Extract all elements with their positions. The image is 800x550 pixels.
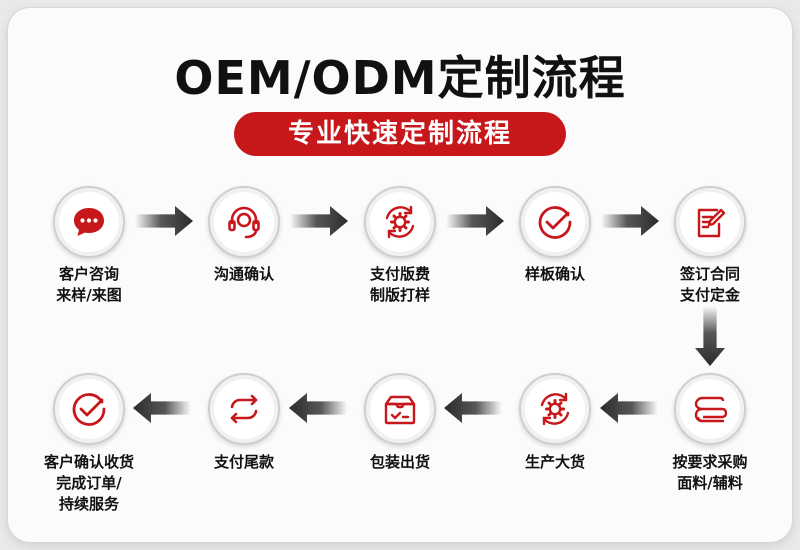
- step-label-line: 按要求采购: [672, 453, 748, 471]
- check-circle-step-circle: [53, 373, 125, 445]
- flow-arrow-right: [446, 206, 504, 236]
- subtitle-badge: 专业快速定制流程: [234, 112, 566, 156]
- step-label-line: 签订合同: [679, 265, 740, 283]
- package-step-circle: [364, 373, 436, 445]
- step-label: 客户咨询来样/来图: [19, 264, 159, 306]
- step-label-line: 制版打样: [369, 286, 430, 304]
- step-label-line: 样板确认: [524, 265, 585, 283]
- step-label: 按要求采购面料/辅料: [640, 452, 780, 494]
- step-label-line: 完成订单/: [56, 474, 122, 492]
- step-label-line: 支付尾款: [213, 453, 274, 471]
- gear-cycle-step-circle: [519, 373, 591, 445]
- flow-arrow-right: [135, 206, 193, 236]
- step-label-line: 支付版费: [369, 265, 430, 283]
- refresh-step-circle: [208, 373, 280, 445]
- contract-step-circle: [674, 186, 746, 258]
- chat-bubble-step-circle: [53, 186, 125, 258]
- step-label-line: 生产大货: [524, 453, 585, 471]
- headset-step-circle: [208, 186, 280, 258]
- step-label: 生产大货: [485, 452, 625, 473]
- flow-arrow-left: [600, 393, 658, 423]
- step-label-line: 支付定金: [679, 286, 740, 304]
- step-label: 支付尾款: [174, 452, 314, 473]
- step-label: 样板确认: [485, 264, 625, 285]
- step-label-line: 来样/来图: [56, 286, 122, 304]
- flow-arrow-left: [289, 393, 347, 423]
- check-circle-step-circle: [519, 186, 591, 258]
- step-label-line: 包装出货: [369, 453, 430, 471]
- step-label-line: 客户确认收货: [43, 453, 134, 471]
- step-label-line: 持续服务: [58, 495, 119, 513]
- content-card: [8, 8, 792, 542]
- step-label: 包装出货: [330, 452, 470, 473]
- step-label: 签订合同支付定金: [640, 264, 780, 306]
- flow-arrow-down: [695, 306, 725, 366]
- step-label: 沟通确认: [174, 264, 314, 285]
- flow-arrow-right: [290, 206, 348, 236]
- flow-arrow-left: [444, 393, 502, 423]
- step-label: 支付版费制版打样: [330, 264, 470, 306]
- step-label-line: 沟通确认: [213, 265, 274, 283]
- gear-cycle-step-circle: [364, 186, 436, 258]
- flow-arrow-left: [133, 393, 191, 423]
- fabric-roll-step-circle: [674, 373, 746, 445]
- step-label-line: 客户咨询: [58, 265, 119, 283]
- step-label: 客户确认收货完成订单/持续服务: [19, 452, 159, 515]
- page-title: OEM/ODM定制流程: [174, 51, 626, 105]
- step-label-line: 面料/辅料: [677, 474, 743, 492]
- flow-arrow-right: [601, 206, 659, 236]
